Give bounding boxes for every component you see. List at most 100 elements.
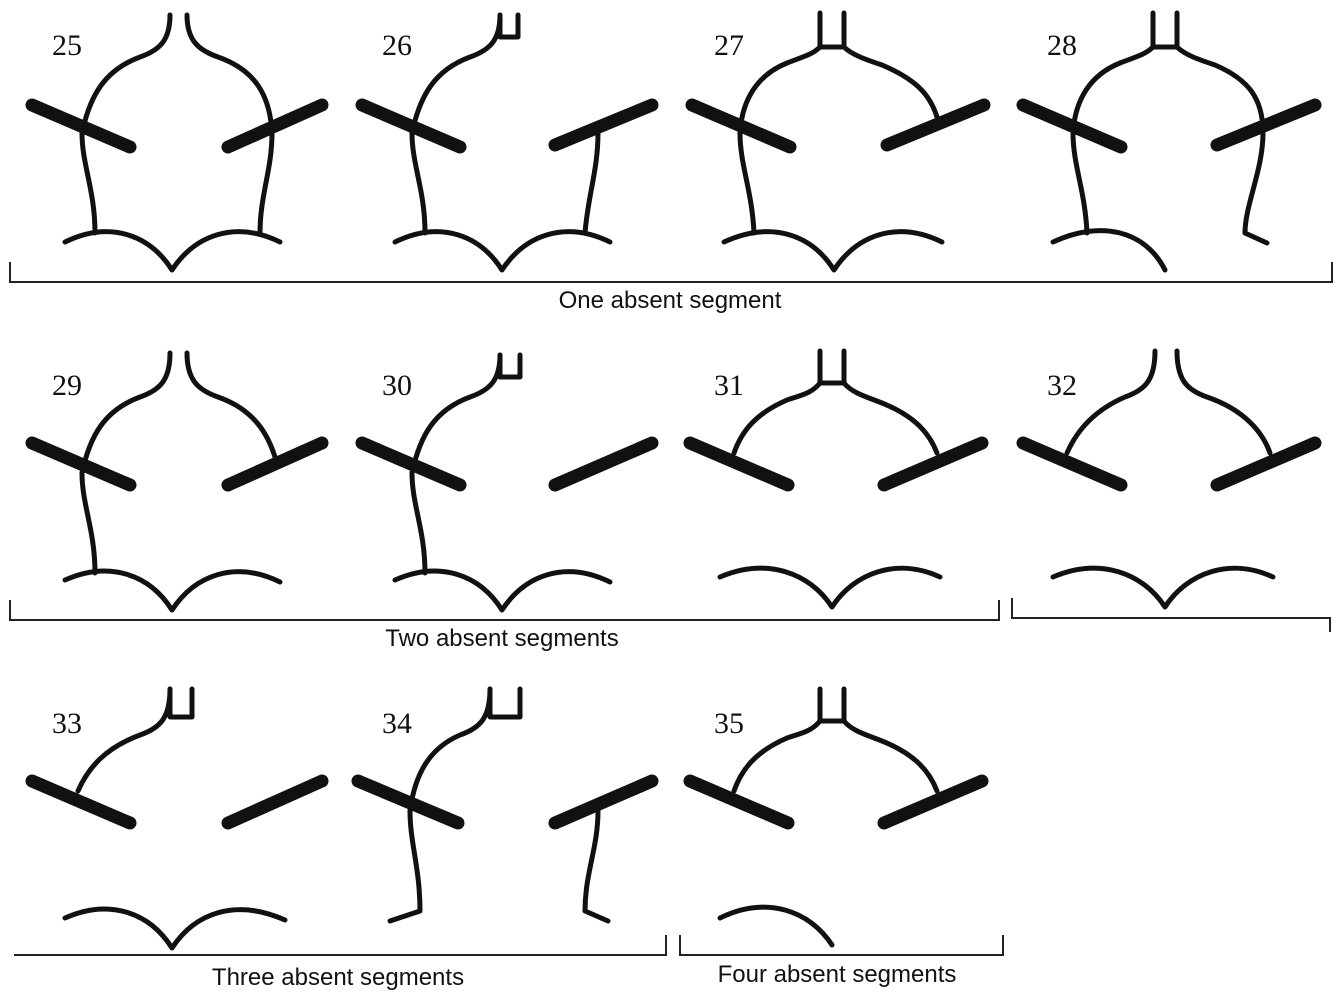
variant-figure-35: 35 [683,686,989,948]
left-pcom-vessel [387,808,423,924]
right-pcom-vessel [1242,130,1270,246]
figure-number: 30 [382,369,412,402]
right-mca-bar [548,774,659,830]
anterior-stub-vessel [167,686,195,720]
right-pcom-vessel [257,130,275,236]
right-a2-vessel [841,718,940,794]
posterior-cerebral-arc [392,229,613,273]
posterior-cerebral-arc [721,229,945,273]
posterior-cerebral-arc [392,568,613,613]
left-a2-vessel [79,12,173,136]
left-a2-vessel [1064,348,1158,456]
anterior-stub-vessel [497,12,521,40]
figure-number: 28 [1047,29,1077,62]
variant-figure-31: 31 [683,348,989,610]
figure-number: 34 [382,707,412,740]
posterior-cerebral-arc [717,904,835,948]
variant-figure-30: 30 [355,352,659,613]
group-label-one-absent: One absent segment [559,287,782,314]
group-bracket-one-absent [9,262,1333,283]
right-mca-bar [877,436,989,492]
figure-number: 32 [1047,369,1077,402]
right-a2-vessel [184,350,278,460]
right-mca-bar [221,436,329,492]
variant-figure-28: 28 [1016,10,1322,273]
right-mca-bar [880,98,991,152]
anterior-communicating-bridge [817,348,847,386]
anterior-communicating-bridge [817,686,847,724]
left-pcom-vessel [1070,130,1090,236]
left-mca-bar [25,436,137,492]
left-mca-bar [351,774,465,830]
variant-figure-34: 34 [351,686,659,924]
right-a2-vessel [1174,348,1273,456]
variant-figure-26: 26 [355,12,659,273]
right-pcom-vessel [582,130,601,236]
left-pcom-vessel [737,130,757,236]
left-mca-bar [683,774,795,830]
left-mca-bar [355,436,467,492]
group-label-four-absent: Four absent segments [718,961,957,988]
right-mca-bar [221,774,329,830]
left-mca-bar [685,98,797,154]
left-pcom-vessel [79,130,98,236]
posterior-cerebral-arc [62,568,283,613]
left-a2-vessel [75,686,173,794]
right-a2-vessel [184,12,275,136]
right-pcom-vessel [582,808,611,924]
figure-number: 33 [52,707,82,740]
left-a2-vessel [409,352,503,476]
left-pcom-vessel [409,130,428,236]
figure-number: 26 [382,29,412,62]
variant-figure-33: 33 [25,686,329,951]
posterior-cerebral-arc [717,565,943,610]
figure-number: 31 [714,369,744,402]
left-mca-bar [25,98,137,154]
group-bracket-four-absent [679,935,1004,956]
anterior-communicating-bridge [817,10,847,50]
posterior-cerebral-arc [1050,228,1168,273]
group-label-two-absent: Two absent segments [385,625,618,652]
variant-figure-29: 29 [25,350,329,613]
group-bracket-figure-32 [1011,598,1331,632]
left-pcom-vessel [79,470,98,576]
figure-number: 29 [52,369,82,402]
variant-figure-32: 32 [1016,348,1322,610]
posterior-cerebral-arc [62,229,283,273]
figure-number: 27 [714,29,744,62]
left-a2-vessel [737,44,823,136]
figure-number: 35 [714,707,744,740]
right-mca-bar [1210,436,1322,492]
posterior-cerebral-arc [62,906,288,951]
group-label-three-absent: Three absent segments [212,964,464,991]
left-a2-vessel [731,718,823,794]
figure-number: 25 [52,29,82,62]
right-mca-bar [548,98,659,152]
left-pcom-vessel [409,470,428,576]
left-a2-vessel [79,350,173,476]
left-a2-vessel [409,12,503,136]
left-mca-bar [25,774,137,830]
left-mca-bar [1016,98,1128,154]
left-mca-bar [1016,436,1128,492]
right-mca-bar [1210,98,1322,152]
anterior-stub-vessel [497,352,523,380]
right-mca-bar [548,436,659,492]
group-bracket-three-absent [14,935,667,956]
left-a2-vessel [407,686,493,814]
right-a2-vessel [841,380,940,456]
right-mca-bar [221,98,329,154]
group-bracket-two-absent [9,600,1000,621]
variant-figure-27: 27 [685,10,991,273]
left-mca-bar [355,98,467,154]
left-a2-vessel [1070,44,1156,136]
right-a2-vessel [1174,44,1266,136]
right-mca-bar [877,774,989,830]
variant-figure-25: 25 [25,12,329,273]
anterior-communicating-bridge [1150,10,1180,50]
left-mca-bar [683,436,795,492]
right-a2-vessel [841,44,940,120]
anterior-stub-vessel [487,686,523,720]
posterior-cerebral-arc [1050,565,1276,610]
